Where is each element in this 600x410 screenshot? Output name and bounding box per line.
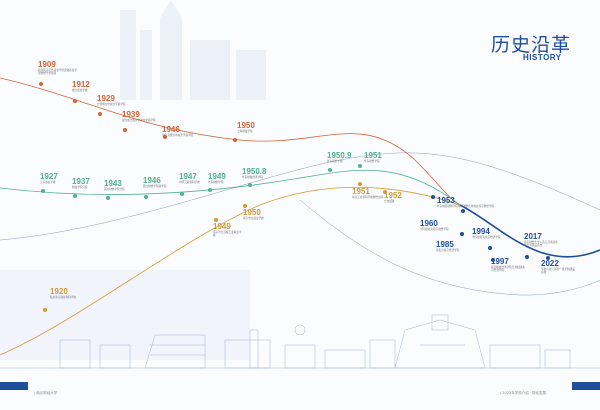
event-1953: 1953 华东地区财经学院院系调整合并成立南京财经学院: [437, 196, 495, 208]
gold-track: [0, 186, 461, 356]
campus-watermark: [120, 0, 266, 100]
event-1951b: 1951 南京工业专科学校财经分院: [352, 187, 384, 199]
event-1937: 1937 财政学院分院: [72, 177, 90, 189]
event-1994: 1994 学院更名为南京经济学院: [472, 227, 501, 239]
event-1985: 1985 更名为南京经济学院: [436, 240, 460, 252]
event-1946b: 1946 国立财经学院商学院: [143, 176, 167, 188]
page-title: 历史沿革: [491, 34, 572, 56]
event-1939: 1939 独立成立国立中央大学商学院: [122, 110, 156, 122]
blue-dots: [431, 195, 550, 262]
event-1950b: 1950 南京市立商业学校: [243, 208, 264, 220]
event-2017: 2017 南京财经大学入选江苏省高水平大学建设高校: [524, 232, 558, 248]
footer-right-bar: [572, 382, 600, 390]
footer-left-text: | 南京财经大学: [34, 391, 58, 395]
event-1949b: 1949 南京市立高级工业职业学校: [213, 222, 242, 238]
event-1960: 1960 学院更名为南京财经学院: [420, 219, 449, 231]
gold-dots: [43, 182, 387, 312]
event-1927: 1927 江苏商业学校: [40, 172, 58, 184]
green-dots: [41, 164, 362, 200]
footer-left-bar: [0, 382, 28, 390]
orange-track: [0, 77, 461, 206]
event-1950a: 1950 上海财政学院: [237, 121, 255, 133]
footer-right-text: | 2023年学校介绍 · 财经发展: [500, 391, 547, 395]
event-1912: 1912 成立商业学校: [72, 80, 90, 92]
page-subtitle: HISTORY: [523, 53, 562, 62]
orange-dots: [39, 82, 237, 142]
event-2022: 2022 学校入选江苏省一流学科建设高校: [541, 259, 575, 275]
event-1950-9: 1950.9 华东税务学校: [327, 151, 352, 163]
event-1943: 1943 国立财经学院分院: [104, 179, 125, 191]
event-1997: 1997 南京粮食经济学院合并组建南京经济学院: [491, 257, 525, 273]
blue-main-track: [459, 204, 600, 258]
event-1951a: 1951 华东财经学院: [364, 151, 382, 163]
event-1952: 1952 合并组建: [384, 191, 402, 203]
event-1949a: 1949 华东财经学院: [208, 172, 226, 184]
event-1947: 1947 中华工商专科学校: [179, 172, 200, 184]
event-1920: 1920 私立南京商业专科学校: [50, 287, 76, 299]
blue-thin-track: [0, 152, 600, 241]
event-1946a: 1946 更名为国立中央大学商学院: [162, 125, 194, 137]
event-1909: 1909 前身南京官立商业学堂安徽商业学堂财经学堂前身: [38, 60, 77, 76]
event-1950-8: 1950.8 华东财政经济学院: [242, 167, 267, 179]
event-1929: 1929 合并成立中央大学商学院: [97, 94, 126, 106]
green-track: [0, 169, 461, 206]
campus-skyline: [0, 314, 600, 369]
